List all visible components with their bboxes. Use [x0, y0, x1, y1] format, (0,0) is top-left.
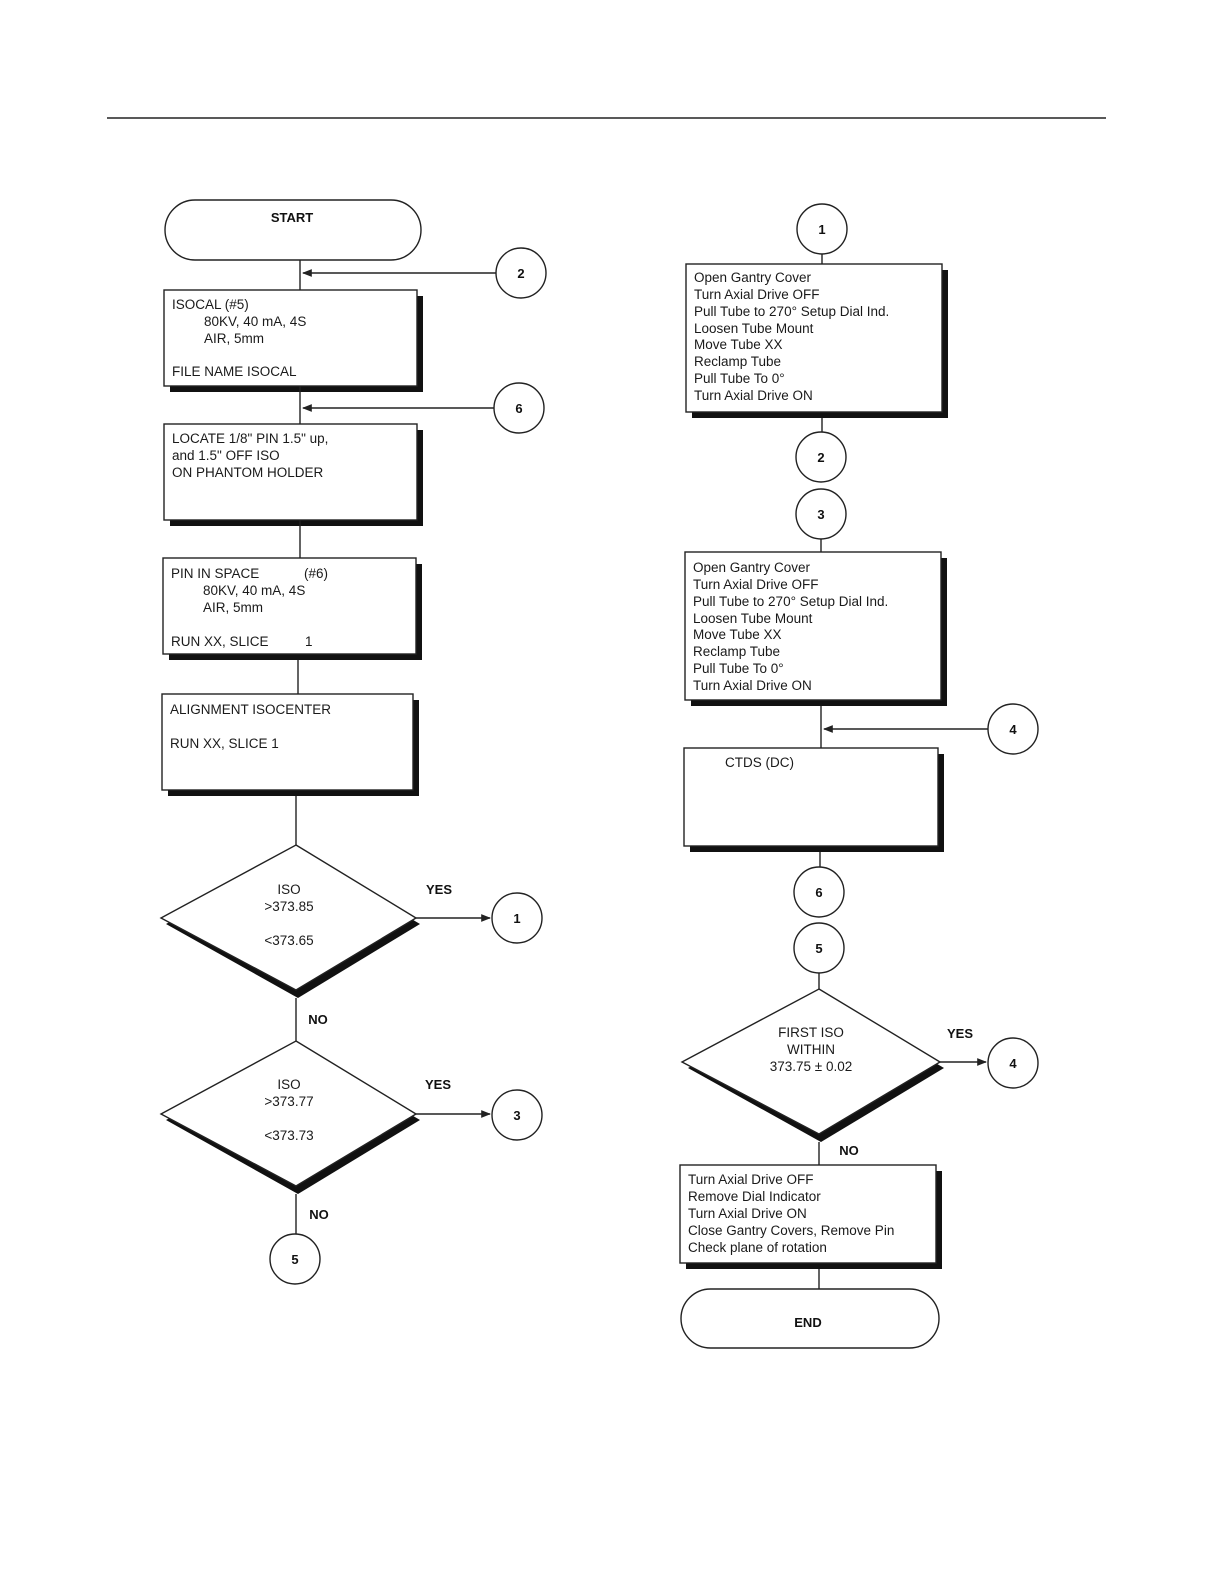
decision2-line1: ISO [277, 1077, 300, 1092]
end-label: END [794, 1315, 821, 1330]
pin-line4b: 1 [305, 634, 313, 649]
tube-move-steps-box-2: Open Gantry Cover Turn Axial Drive OFF P… [684, 551, 947, 706]
pin-line1: PIN IN SPACE [171, 566, 259, 581]
start-terminator: START [164, 199, 422, 261]
decision3-line3: 373.75 ± 0.02 [770, 1059, 852, 1074]
final-step-item: Close Gantry Covers, Remove Pin [688, 1223, 894, 1238]
connector-label: 1 [818, 222, 825, 237]
connector-2-right: 2 [795, 431, 847, 483]
steps1-item: Pull Tube To 0° [694, 371, 785, 386]
decision3-line1: FIRST ISO [778, 1025, 844, 1040]
connector-3-right: 3 [795, 488, 847, 540]
decision1-yes: YES [426, 882, 452, 897]
decision-iso-1: ISO >373.85 <373.65 [159, 844, 420, 998]
ctds-label: CTDS (DC) [725, 755, 794, 770]
connector-label: 5 [815, 941, 822, 956]
isocal-line4: FILE NAME ISOCAL [172, 364, 297, 379]
isocal-line3: AIR, 5mm [204, 331, 264, 346]
pin-line4: RUN XX, SLICE [171, 634, 269, 649]
connector-label: 4 [1009, 1056, 1017, 1071]
steps1-item: Reclamp Tube [694, 354, 781, 369]
final-step-item: Turn Axial Drive ON [688, 1206, 807, 1221]
steps2-item: Reclamp Tube [693, 644, 780, 659]
connector-label: 2 [517, 266, 524, 281]
final-step-item: Turn Axial Drive OFF [688, 1172, 814, 1187]
steps1-item: Move Tube XX [694, 337, 783, 352]
start-label: START [271, 210, 313, 225]
steps1-item: Loosen Tube Mount [694, 321, 814, 336]
decision3-yes: YES [947, 1026, 973, 1041]
decision-first-iso: FIRST ISO WITHIN 373.75 ± 0.02 [680, 988, 944, 1142]
pin-line1b: (#6) [304, 566, 328, 581]
connector-1-right: 1 [796, 203, 848, 255]
decision2-yes: YES [425, 1077, 451, 1092]
steps2-item: Turn Axial Drive ON [693, 678, 812, 693]
connector-5-left: 5 [269, 1233, 321, 1285]
isocal-line1: ISOCAL (#5) [172, 297, 249, 312]
connector-5-right: 5 [793, 922, 845, 974]
pin-line3: AIR, 5mm [203, 600, 263, 615]
locate-line3: ON PHANTOM HOLDER [172, 465, 324, 480]
decision1-line1: ISO [277, 882, 300, 897]
decision-iso-2: ISO >373.77 <373.73 [159, 1040, 420, 1194]
steps2-item: Pull Tube To 0° [693, 661, 784, 676]
final-step-item: Check plane of rotation [688, 1240, 827, 1255]
decision1-line2: >373.85 [264, 899, 313, 914]
connector-6-right: 6 [793, 866, 845, 918]
connector-label: 3 [513, 1108, 520, 1123]
decision3-line2: WITHIN [787, 1042, 835, 1057]
decision3-no: NO [839, 1143, 859, 1158]
final-steps-box: Turn Axial Drive OFF Remove Dial Indicat… [679, 1164, 942, 1269]
connector-label: 1 [513, 911, 520, 926]
alignment-line1: ALIGNMENT ISOCENTER [170, 702, 331, 717]
pin-line2: 80KV, 40 mA, 4S [203, 583, 305, 598]
decision2-line3: <373.73 [264, 1128, 313, 1143]
locate-line1: LOCATE 1/8" PIN 1.5" up, [172, 431, 328, 446]
decision2-no: NO [309, 1207, 329, 1222]
alignment-line2: RUN XX, SLICE 1 [170, 736, 279, 751]
connector-3-left: 3 [491, 1089, 543, 1141]
isocal-box: ISOCAL (#5) 80KV, 40 mA, 4S AIR, 5mm FIL… [163, 289, 423, 392]
steps2-item: Turn Axial Drive OFF [693, 577, 819, 592]
steps2-item: Move Tube XX [693, 627, 782, 642]
steps1-item: Turn Axial Drive OFF [694, 287, 820, 302]
connector-label: 6 [515, 401, 522, 416]
connector-2-left: 2 [495, 247, 547, 299]
steps2-item: Loosen Tube Mount [693, 611, 813, 626]
ctds-box: CTDS (DC) [683, 747, 944, 852]
steps2-item: Open Gantry Cover [693, 560, 811, 575]
end-terminator: END [680, 1288, 940, 1349]
connector-4-mid: 4 [987, 703, 1039, 755]
decision1-no: NO [308, 1012, 328, 1027]
decision1-line3: <373.65 [264, 933, 313, 948]
final-step-item: Remove Dial Indicator [688, 1189, 821, 1204]
steps1-item: Turn Axial Drive ON [694, 388, 813, 403]
connector-label: 2 [817, 450, 824, 465]
steps1-item: Open Gantry Cover [694, 270, 812, 285]
locate-pin-box: LOCATE 1/8" PIN 1.5" up, and 1.5" OFF IS… [163, 423, 423, 526]
connector-6-left: 6 [493, 382, 545, 434]
isocal-line2: 80KV, 40 mA, 4S [204, 314, 306, 329]
steps1-item: Pull Tube to 270° Setup Dial Ind. [694, 304, 889, 319]
connector-label: 3 [817, 507, 824, 522]
steps2-item: Pull Tube to 270° Setup Dial Ind. [693, 594, 888, 609]
locate-line2: and 1.5" OFF ISO [172, 448, 280, 463]
connector-label: 4 [1009, 722, 1017, 737]
alignment-isocenter-box: ALIGNMENT ISOCENTER RUN XX, SLICE 1 [161, 693, 419, 796]
connector-label: 5 [291, 1252, 298, 1267]
connector-4-yes: 4 [987, 1037, 1039, 1089]
connector-label: 6 [815, 885, 822, 900]
pin-in-space-box: PIN IN SPACE (#6) 80KV, 40 mA, 4S AIR, 5… [162, 557, 422, 660]
decision2-line2: >373.77 [264, 1094, 313, 1109]
connector-1-left: 1 [491, 892, 543, 944]
tube-move-steps-box-1: Open Gantry Cover Turn Axial Drive OFF P… [685, 263, 948, 418]
